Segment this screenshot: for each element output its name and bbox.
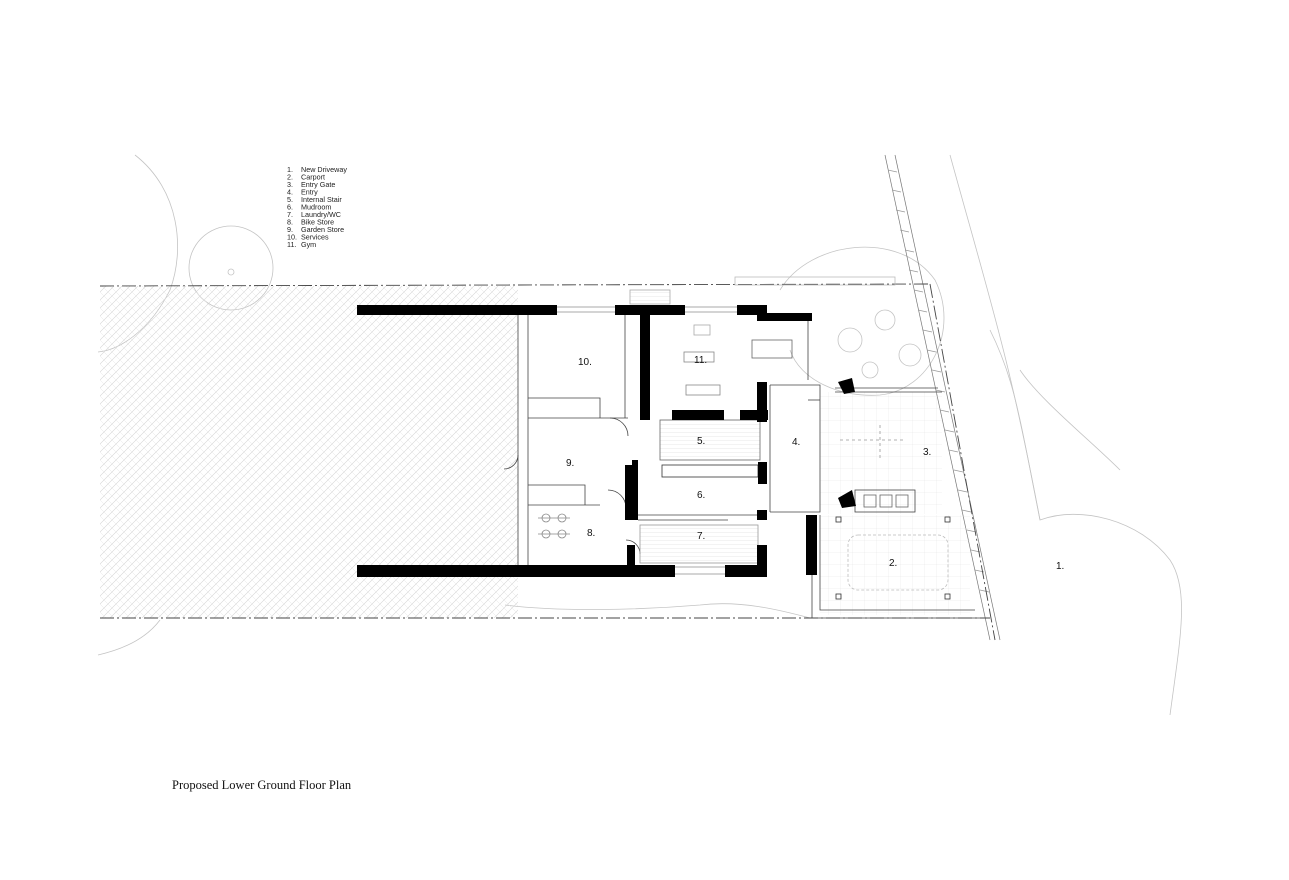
room-label-laundry-wc: 7. <box>697 531 705 542</box>
room-label-services: 10. <box>578 357 592 368</box>
pier-north <box>838 378 855 394</box>
legend-item-num: 3. <box>287 180 293 189</box>
legend-item-num: 1. <box>287 165 293 174</box>
hatched-terrace <box>100 286 518 618</box>
legend-item-num: 5. <box>287 195 293 204</box>
wall-carport-west <box>806 515 817 575</box>
room-label-driveway: 1. <box>1056 561 1064 572</box>
legend-item: 5. Internal Stair <box>287 195 342 204</box>
legend-item: 9. Garden Store <box>287 225 344 234</box>
legend-item-label: Gym <box>301 240 316 249</box>
wall-north-east <box>737 305 767 315</box>
legend-item-num: 7. <box>287 210 293 219</box>
boundary-curve-right <box>949 154 1182 716</box>
legend-item: 2. Carport <box>287 173 325 182</box>
legend-item: 8. Bike Store <box>287 218 334 227</box>
legend-item-num: 2. <box>287 173 293 182</box>
room-label-entry: 4. <box>792 437 800 448</box>
legend-item-num: 8. <box>287 218 293 227</box>
legend-item: 3. Entry Gate <box>287 180 335 189</box>
legend-item-label: New Driveway <box>301 165 347 174</box>
legend-item: 7. Laundry/WC <box>287 210 341 219</box>
site-boundary <box>99 283 996 641</box>
wall-south-east <box>725 565 767 577</box>
legend-item: 10. Services <box>287 233 329 242</box>
interior-lines <box>503 276 990 619</box>
legend-item-label: Garden Store <box>301 225 344 234</box>
room-label-internal-stair: 5. <box>697 436 705 447</box>
room-legend: 1. New Driveway 2. Carport 3. Entry Gate 4.… <box>287 165 347 249</box>
boundary-line-right <box>989 329 1041 521</box>
room-label-garden-store: 9. <box>566 458 574 469</box>
entry-forecourt-paving <box>820 392 942 514</box>
wall-mudroom-east <box>758 462 767 484</box>
legend-item-num: 4. <box>287 188 293 197</box>
wall-gym-west <box>640 315 650 420</box>
legend-item-label: Entry Gate <box>301 180 335 189</box>
wall-south-west <box>357 565 675 577</box>
wall-north-mid <box>615 305 685 315</box>
legend-item-label: Mudroom <box>301 203 331 212</box>
legend-item-label: Bike Store <box>301 218 334 227</box>
tree-canopy-center <box>779 246 945 396</box>
pier-south <box>838 490 856 508</box>
structural-walls <box>357 305 856 577</box>
legend-item-num: 6. <box>287 203 293 212</box>
drawing-title: Proposed Lower Ground Floor Plan <box>172 778 352 792</box>
tree-trunk-left <box>227 268 235 276</box>
wall-gym-east <box>757 382 767 422</box>
room-label-gym: 11. <box>694 355 707 366</box>
legend-item-num: 11. <box>287 240 296 249</box>
legend-item: 11. Gym <box>287 240 316 249</box>
legend-item-num: 10. <box>287 233 297 242</box>
legend-item: 4. Entry <box>287 188 318 197</box>
wall-north-west <box>357 305 557 315</box>
low-path-curve <box>504 603 811 619</box>
legend-item-label: Laundry/WC <box>301 210 341 219</box>
room-labels: 1. 2. 3. 4. 5. 6. 7. 8. 9. 10. 11. <box>566 355 1064 572</box>
room-label-entry-gate: 3. <box>923 447 931 458</box>
room-label-bike-store: 8. <box>587 528 595 539</box>
glazing <box>557 306 737 575</box>
legend-item: 1. New Driveway <box>287 165 347 174</box>
legend-item-label: Services <box>301 233 329 242</box>
legend-item-label: Carport <box>301 173 325 182</box>
site-context <box>97 154 1182 716</box>
room-label-mudroom: 6. <box>697 490 705 501</box>
legend-item-num: 9. <box>287 225 293 234</box>
legend-item: 6. Mudroom <box>287 203 331 212</box>
room-label-carport: 2. <box>889 558 897 569</box>
tree-canopy-bottom-left <box>97 619 161 656</box>
legend-item-label: Entry <box>301 188 318 197</box>
legend-item-label: Internal Stair <box>301 195 342 204</box>
road-edge <box>1019 369 1121 471</box>
wall-gym-south <box>672 410 724 420</box>
